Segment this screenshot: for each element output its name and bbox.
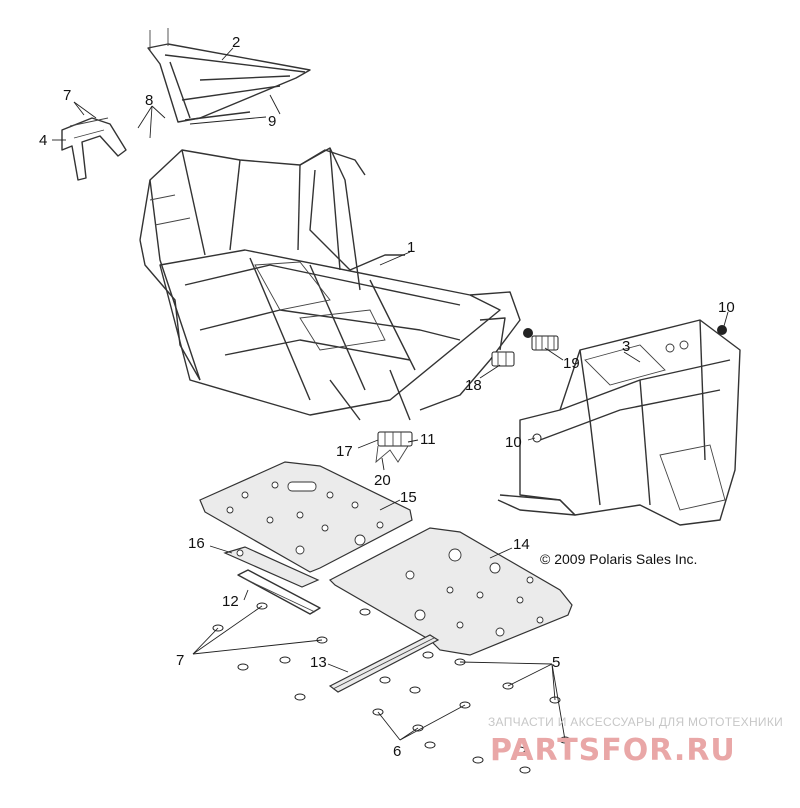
callout-1: 1 — [407, 239, 415, 256]
part-1-main-frame — [139, 147, 521, 421]
part-15-floor-panel — [199, 461, 413, 573]
watermark: ЗАПЧАСТИ И АКСЕССУАРЫ ДЛЯ МОТОТЕХНИКИ PA… — [488, 715, 783, 768]
fastener-group-18 — [491, 351, 515, 367]
part-16-plate — [223, 546, 320, 588]
part-13-strip — [328, 634, 440, 693]
part-4-bracket — [61, 117, 127, 181]
callout-19: 19 — [563, 355, 580, 372]
callout-14: 14 — [513, 536, 530, 553]
callout-16: 16 — [188, 535, 205, 552]
callout-4: 4 — [39, 132, 47, 149]
leader-lines — [52, 47, 729, 741]
part-3-front-frame — [497, 319, 741, 526]
callout-10-mid: 10 — [505, 434, 522, 451]
watermark-tagline: ЗАПЧАСТИ И АКСЕССУАРЫ ДЛЯ МОТОТЕХНИКИ — [488, 715, 783, 729]
watermark-logo: PARTSFOR.RU — [490, 733, 736, 768]
callout-10-top: 10 — [718, 299, 735, 316]
callout-13: 13 — [310, 654, 327, 671]
callout-12: 12 — [222, 593, 239, 610]
callout-labels: 2 9 8 7 4 1 3 10 10 19 18 11 17 20 15 16… — [39, 34, 735, 760]
fastener-group-19 — [531, 335, 559, 351]
callout-5: 5 — [552, 654, 560, 671]
part-2-upper-brace — [147, 28, 311, 123]
callout-7-top: 7 — [63, 87, 71, 104]
callout-6: 6 — [393, 743, 401, 760]
callout-18: 18 — [465, 377, 482, 394]
callout-9: 9 — [268, 113, 276, 130]
part-14-floor-panel — [328, 527, 573, 656]
part-12-bar — [237, 569, 321, 615]
callout-17: 17 — [336, 443, 353, 460]
callout-11: 11 — [420, 431, 436, 448]
copyright-notice: © 2009 Polaris Sales Inc. — [540, 551, 697, 567]
fastener-group-11-17-20 — [375, 431, 413, 464]
callout-20: 20 — [374, 472, 391, 489]
callout-7-bottom: 7 — [176, 652, 184, 669]
rivets — [212, 325, 727, 774]
callout-2: 2 — [232, 34, 240, 51]
callout-15: 15 — [400, 489, 417, 506]
callout-8: 8 — [145, 92, 153, 109]
callout-3: 3 — [622, 338, 630, 355]
